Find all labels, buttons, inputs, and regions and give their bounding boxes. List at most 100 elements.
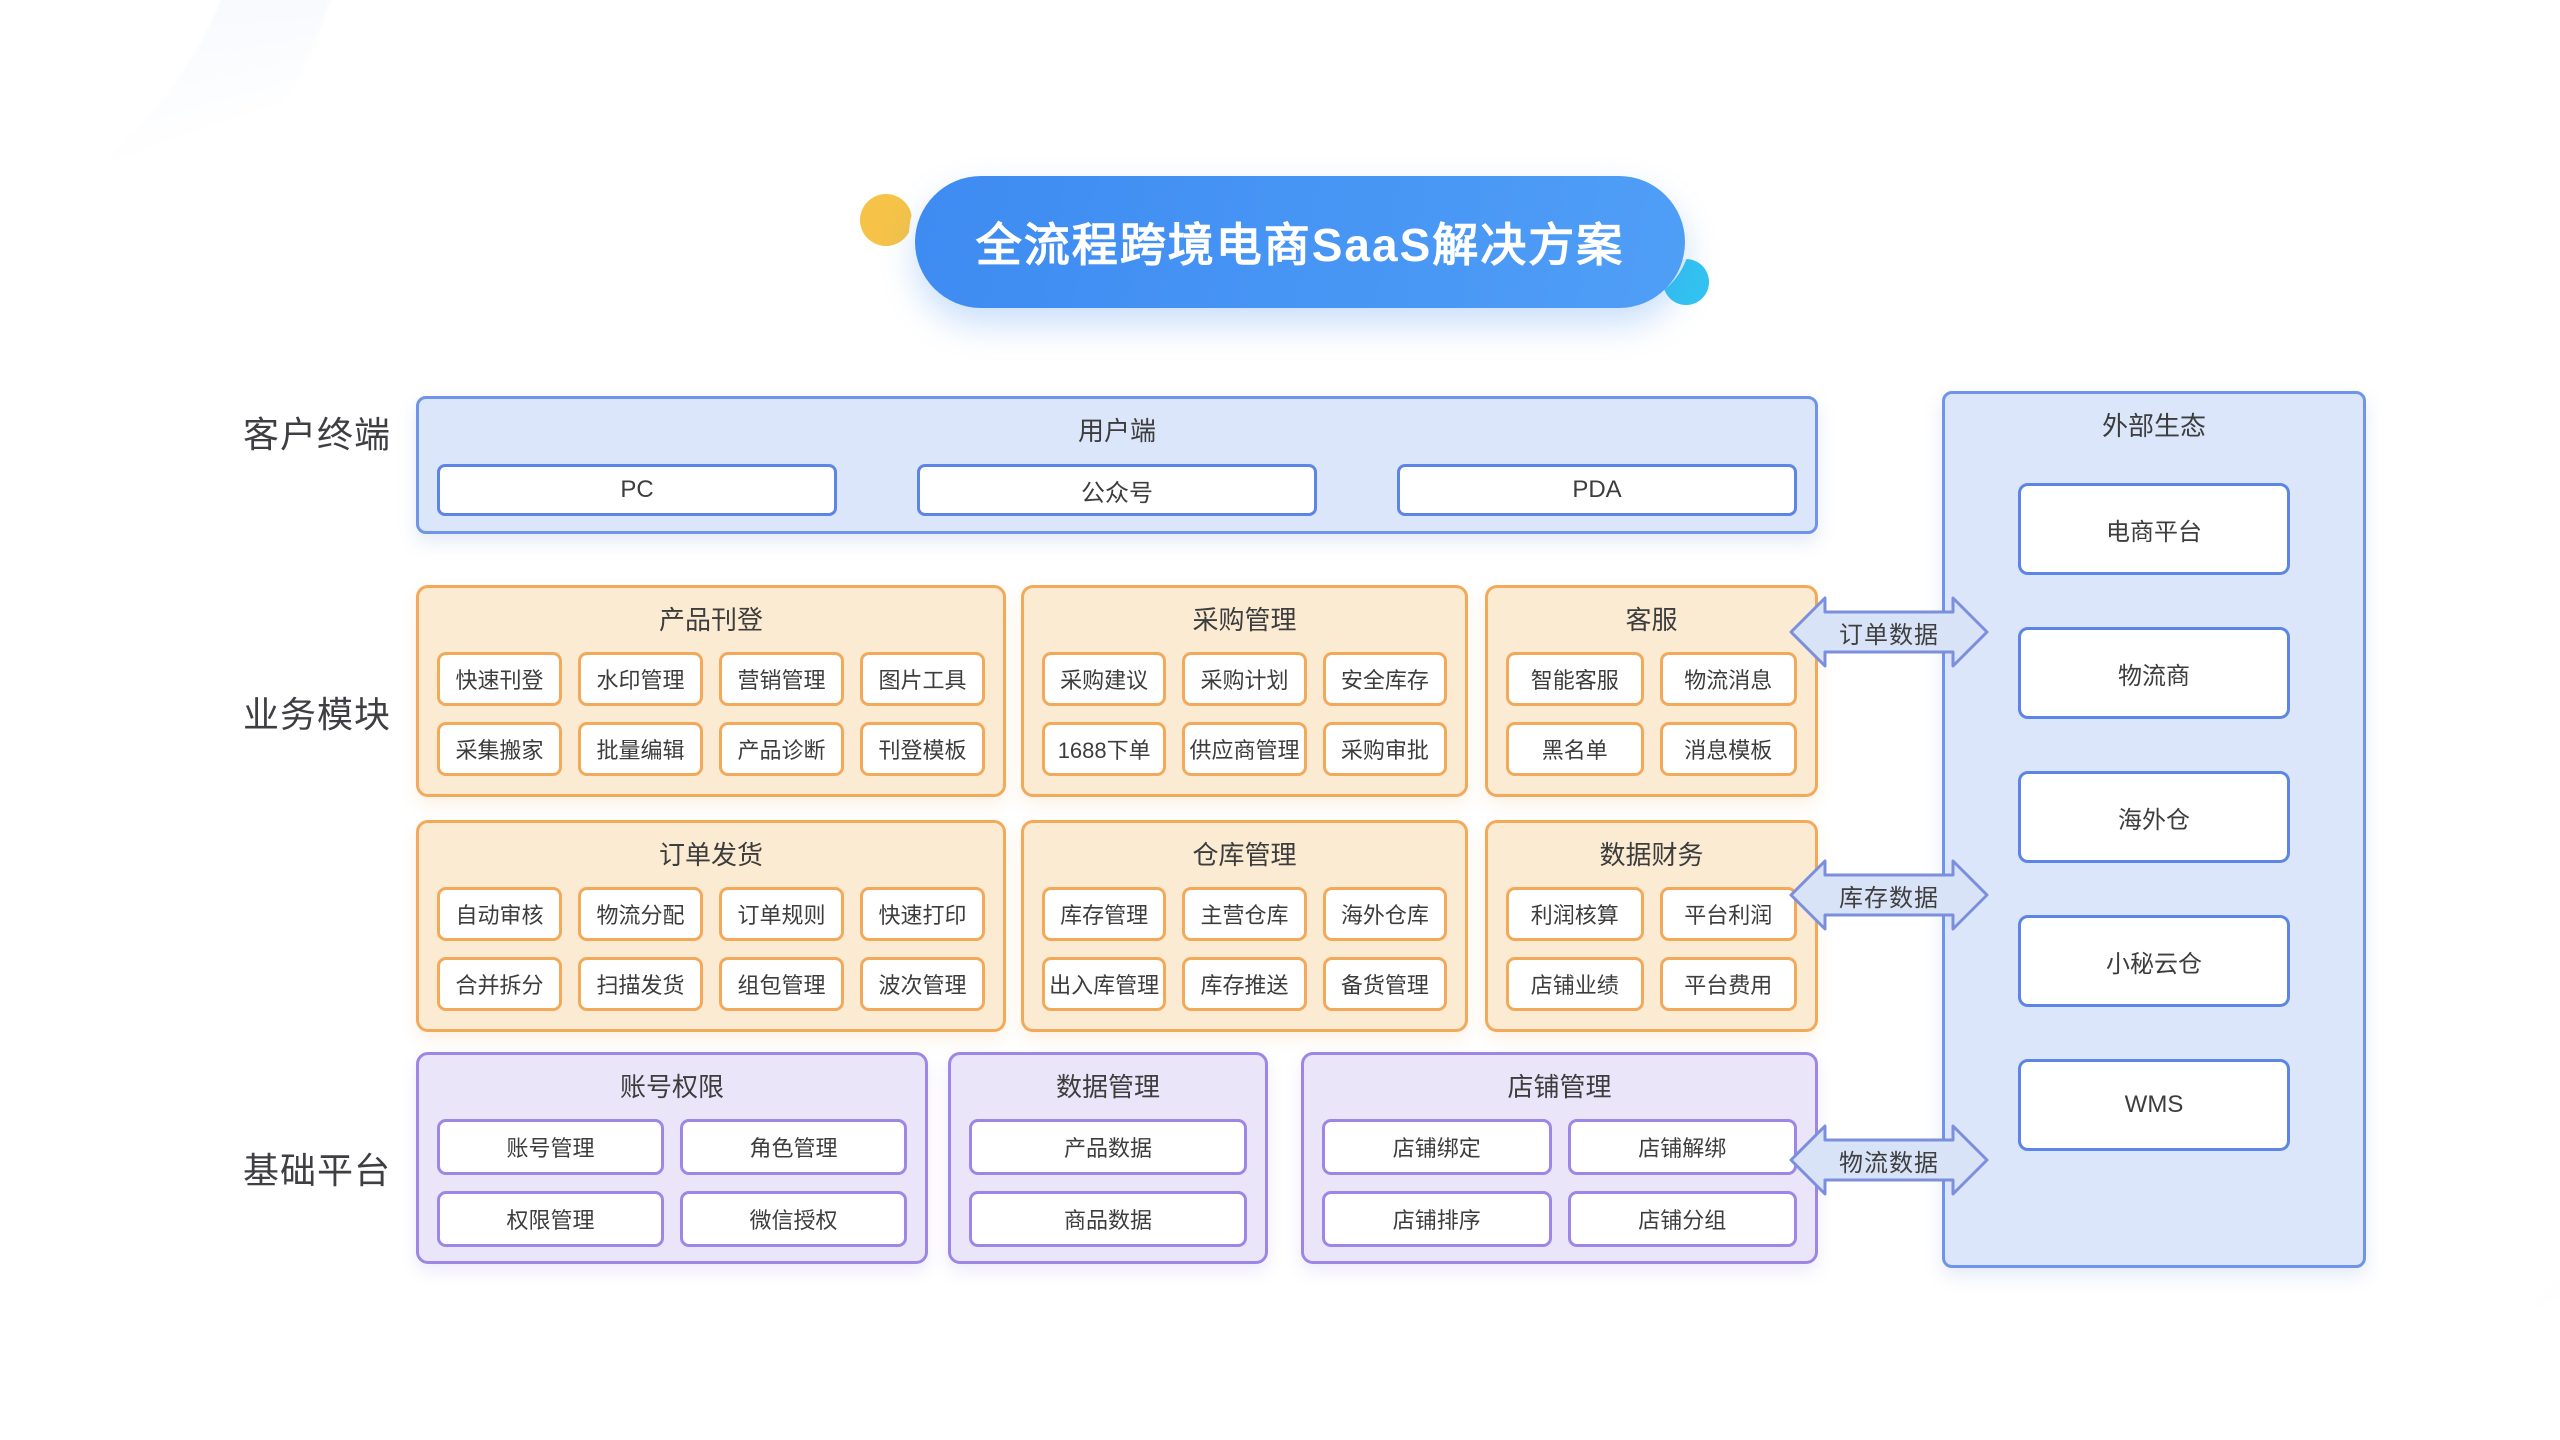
page-title: 全流程跨境电商SaaS解决方案 xyxy=(915,176,1685,308)
flow-label: 库存数据 xyxy=(1839,884,1939,912)
procurement-item: 供应商管理 xyxy=(1182,722,1307,776)
data-management-item: 商品数据 xyxy=(969,1191,1247,1247)
product-listing-item: 产品诊断 xyxy=(719,722,844,776)
procurement-item: 采购计划 xyxy=(1182,652,1307,706)
flow-label: 订单数据 xyxy=(1839,621,1939,649)
module-item-grid: 账号管理角色管理权限管理微信授权 xyxy=(437,1119,907,1247)
corner-arc-top-left xyxy=(0,0,360,360)
panel-procurement: 采购管理 采购建议采购计划安全库存 1688下单供应商管理采购审批 xyxy=(1021,585,1468,797)
warehouse-item: 海外仓库 xyxy=(1322,887,1447,941)
ecosystem-box: WMS xyxy=(2018,1059,2290,1151)
data-finance-item: 利润核算 xyxy=(1506,887,1644,941)
section-title: 仓库管理 xyxy=(1192,840,1297,870)
data-flow-arrow-order-data: 订单数据 xyxy=(1789,594,1989,670)
client-box: PDA xyxy=(1397,464,1797,516)
data-flow-arrow-stock-data: 库存数据 xyxy=(1789,857,1989,933)
procurement-item: 1688下单 xyxy=(1042,722,1167,776)
ecosystem-box-list: 电商平台物流商海外仓小秘云仓 WMS xyxy=(1945,483,2363,1151)
data-management-item: 产品数据 xyxy=(969,1119,1247,1175)
account-permission-item: 微信授权 xyxy=(680,1191,907,1247)
module-item-grid: 采购建议采购计划安全库存 1688下单供应商管理采购审批 xyxy=(1042,652,1447,776)
module-item-grid: 快速刊登水印管理营销管理图片工具采集搬家批量编辑产品诊断刊登模板 xyxy=(437,652,985,776)
data-flow-arrow-logistics-data: 物流数据 xyxy=(1789,1122,1989,1198)
ecosystem-box: 海外仓 xyxy=(2018,771,2290,863)
warehouse-item: 备货管理 xyxy=(1322,957,1447,1011)
data-finance-item: 平台费用 xyxy=(1659,957,1797,1011)
panel-order-shipping: 订单发货 自动审核物流分配订单规则快速打印合并拆分扫描发货组包管理波次管理 xyxy=(416,820,1006,1032)
ecosystem-box: 电商平台 xyxy=(2018,483,2290,575)
section-title: 客服 xyxy=(1625,605,1678,635)
order-shipping-item: 扫描发货 xyxy=(578,957,703,1011)
product-listing-item: 营销管理 xyxy=(719,652,844,706)
order-shipping-item: 组包管理 xyxy=(719,957,844,1011)
flow-label: 物流数据 xyxy=(1839,1149,1939,1177)
order-shipping-item: 合并拆分 xyxy=(437,957,562,1011)
row-label-client-terminal: 客户终端 xyxy=(243,414,392,455)
module-item-grid: 利润核算平台利润店铺业绩平台费用 xyxy=(1506,887,1797,1011)
store-management-item: 店铺分组 xyxy=(1567,1191,1797,1247)
section-title: 用户端 xyxy=(1077,416,1156,446)
customer-service-item: 物流消息 xyxy=(1659,652,1797,706)
customer-service-item: 智能客服 xyxy=(1506,652,1644,706)
module-item-grid: 库存管理主营仓库海外仓库出入库管理库存推送备货管理 xyxy=(1042,887,1447,1011)
product-listing-item: 水印管理 xyxy=(578,652,703,706)
procurement-item: 安全库存 xyxy=(1322,652,1447,706)
order-shipping-item: 自动审核 xyxy=(437,887,562,941)
module-item-grid: 店铺绑定店铺解绑店铺排序店铺分组 xyxy=(1322,1119,1797,1247)
order-shipping-item: 波次管理 xyxy=(860,957,985,1011)
panel-account-permission: 账号权限 账号管理角色管理权限管理微信授权 xyxy=(416,1052,928,1264)
section-title: 数据管理 xyxy=(1055,1072,1160,1102)
data-finance-item: 平台利润 xyxy=(1659,887,1797,941)
customer-service-item: 黑名单 xyxy=(1506,722,1644,776)
section-title: 数据财务 xyxy=(1599,840,1704,870)
client-box: PC xyxy=(437,464,837,516)
data-finance-item: 店铺业绩 xyxy=(1506,957,1644,1011)
client-box: 公众号 xyxy=(917,464,1317,516)
order-shipping-item: 订单规则 xyxy=(719,887,844,941)
decoration-dot-yellow xyxy=(860,194,912,246)
module-item-grid: 产品数据商品数据 xyxy=(969,1119,1247,1247)
account-permission-item: 账号管理 xyxy=(437,1119,664,1175)
customer-service-item: 消息模板 xyxy=(1659,722,1797,776)
account-permission-item: 角色管理 xyxy=(680,1119,907,1175)
section-title: 产品刊登 xyxy=(658,605,763,635)
section-user-terminal: 用户端 PC 公众号 PDA xyxy=(416,396,1818,534)
section-title: 店铺管理 xyxy=(1507,1072,1612,1102)
section-title: 采购管理 xyxy=(1192,605,1297,635)
account-permission-item: 权限管理 xyxy=(437,1191,664,1247)
panel-data-finance: 数据财务 利润核算平台利润店铺业绩平台费用 xyxy=(1485,820,1818,1032)
procurement-item: 采购审批 xyxy=(1322,722,1447,776)
warehouse-item: 库存推送 xyxy=(1182,957,1307,1011)
section-title: 账号权限 xyxy=(619,1072,724,1102)
module-item-grid: 自动审核物流分配订单规则快速打印合并拆分扫描发货组包管理波次管理 xyxy=(437,887,985,1011)
row-label-business-modules: 业务模块 xyxy=(243,694,392,735)
store-management-item: 店铺绑定 xyxy=(1322,1119,1552,1175)
warehouse-item: 主营仓库 xyxy=(1182,887,1307,941)
section-title: 外部生态 xyxy=(2101,411,2206,441)
product-listing-item: 采集搬家 xyxy=(437,722,562,776)
order-shipping-item: 快速打印 xyxy=(860,887,985,941)
product-listing-item: 刊登模板 xyxy=(860,722,985,776)
section-external-ecosystem: 外部生态 电商平台物流商海外仓小秘云仓 WMS xyxy=(1942,391,2366,1268)
ecosystem-box: 物流商 xyxy=(2018,627,2290,719)
double-arrow-icon xyxy=(1789,1124,1989,1196)
store-management-item: 店铺解绑 xyxy=(1567,1119,1797,1175)
panel-data-management: 数据管理 产品数据商品数据 xyxy=(948,1052,1268,1264)
procurement-item: 采购建议 xyxy=(1042,652,1167,706)
row-label-base-platform: 基础平台 xyxy=(243,1150,392,1191)
store-management-item: 店铺排序 xyxy=(1322,1191,1552,1247)
client-box-list: PC 公众号 PDA xyxy=(437,464,1797,516)
panel-product-listing: 产品刊登 快速刊登水印管理营销管理图片工具采集搬家批量编辑产品诊断刊登模板 xyxy=(416,585,1006,797)
panel-customer-service: 客服 智能客服物流消息黑名单消息模板 xyxy=(1485,585,1818,797)
section-title: 订单发货 xyxy=(658,840,763,870)
double-arrow-icon xyxy=(1789,859,1989,931)
ecosystem-box: 小秘云仓 xyxy=(2018,915,2290,1007)
double-arrow-icon xyxy=(1789,596,1989,668)
product-listing-item: 图片工具 xyxy=(860,652,985,706)
product-listing-item: 批量编辑 xyxy=(578,722,703,776)
panel-warehouse: 仓库管理 库存管理主营仓库海外仓库出入库管理库存推送备货管理 xyxy=(1021,820,1468,1032)
warehouse-item: 出入库管理 xyxy=(1042,957,1167,1011)
warehouse-item: 库存管理 xyxy=(1042,887,1167,941)
product-listing-item: 快速刊登 xyxy=(437,652,562,706)
